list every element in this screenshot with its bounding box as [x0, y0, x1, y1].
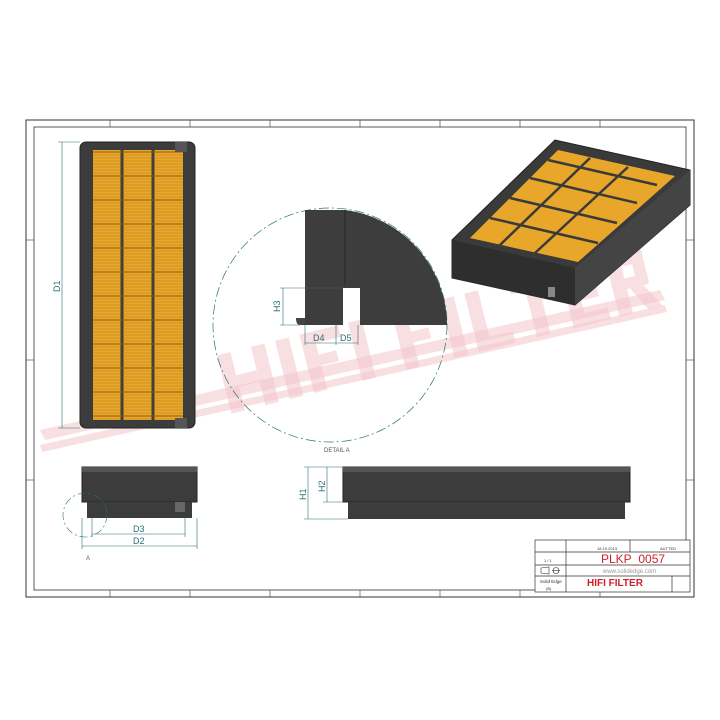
side-dimensions — [304, 466, 348, 520]
tb-scale: (B) — [546, 586, 552, 591]
watermark-stripes — [40, 290, 667, 452]
d5-label: D5 — [340, 333, 352, 343]
tb-brand: HIFI FILTER — [587, 578, 644, 589]
detail-a-marker-circle — [62, 492, 108, 538]
detail-a-marker: A — [86, 556, 90, 562]
detail-dimensions — [280, 287, 359, 345]
tb-author: AUTTED — [660, 546, 676, 551]
d4-label: D4 — [313, 333, 325, 343]
tb-part-number: PLKP_0057 — [601, 552, 665, 566]
front-dimensions — [81, 518, 198, 549]
tb-software: Solid Edge — [540, 579, 562, 584]
detail-view — [296, 210, 447, 325]
d2-label: D2 — [133, 536, 145, 546]
d1-dimension — [58, 141, 80, 429]
d3-label: D3 — [133, 524, 145, 534]
detail-label: DETAIL A — [324, 448, 350, 454]
front-view — [81, 466, 198, 518]
tb-date: 18.10.2013 — [597, 546, 618, 551]
top-view — [79, 141, 196, 429]
h1-label: H1 — [298, 488, 308, 500]
d1-label: D1 — [52, 280, 62, 292]
side-view — [342, 466, 631, 519]
isometric-view — [451, 139, 691, 306]
tb-sheet: 1 / 1 — [544, 558, 553, 563]
tb-website: www.solidedge.com — [602, 569, 656, 575]
title-block — [534, 539, 691, 593]
zone-ticks — [26, 120, 694, 597]
h3-label: H3 — [272, 300, 282, 312]
projection-symbol-icon — [540, 566, 560, 575]
h2-label: H2 — [317, 480, 327, 492]
